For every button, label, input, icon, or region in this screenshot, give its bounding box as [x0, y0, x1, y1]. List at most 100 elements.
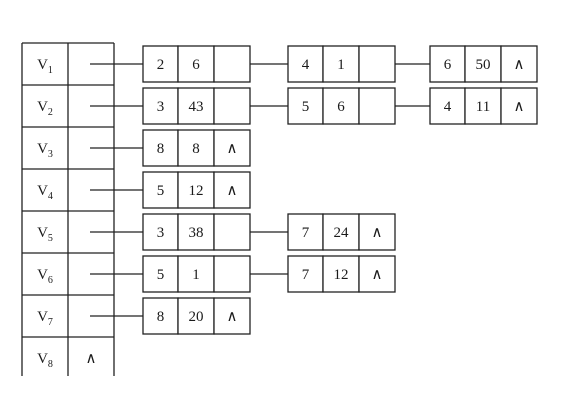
vertex-letter: V: [37, 351, 48, 367]
weight-value: 8: [192, 141, 200, 157]
vertex-letter: V: [37, 57, 48, 73]
next-cell: [358, 255, 396, 293]
weight-value: 50: [476, 57, 491, 73]
adjvex-value: 3: [157, 225, 165, 241]
weight-value: 1: [337, 57, 345, 73]
vertex-subscript: 4: [48, 191, 53, 202]
next-cell: [358, 45, 396, 83]
weight-value: 43: [189, 99, 204, 115]
weight-value: 12: [334, 267, 349, 283]
weight-value: 38: [189, 225, 204, 241]
adjvex-cell: [287, 255, 324, 293]
edge-node: 3 38: [142, 213, 251, 251]
weight-cell: [464, 87, 502, 125]
weight-value: 6: [192, 57, 200, 73]
next-cell: [213, 87, 251, 125]
vertex-subscript: 1: [48, 65, 53, 76]
adjvex-cell: [287, 45, 324, 83]
adjvex-value: 2: [157, 57, 165, 73]
vertex-subscript: 3: [48, 149, 53, 160]
weight-cell: [177, 45, 215, 83]
vertex-label: V2: [37, 99, 53, 118]
weight-cell: [322, 45, 360, 83]
adjvex-cell: [142, 213, 179, 251]
vertex-letter: V: [37, 225, 48, 241]
adjvex-value: 5: [157, 267, 165, 283]
null-pointer-symbol: ∧: [227, 183, 238, 199]
vertex-label: V1: [37, 57, 53, 76]
vertex-letter: V: [37, 183, 48, 199]
weight-cell: [322, 213, 360, 251]
weight-cell: [177, 213, 215, 251]
vertex-label: V6: [37, 267, 53, 286]
adjvex-value: 5: [302, 99, 310, 115]
adjvex-value: 5: [157, 183, 165, 199]
weight-value: 1: [192, 267, 200, 283]
vertex-subscript: 2: [48, 107, 53, 118]
next-cell: [500, 45, 538, 83]
null-pointer-symbol: ∧: [86, 351, 97, 367]
edge-node: 8 8 ∧: [142, 129, 251, 167]
adjvex-value: 7: [302, 225, 310, 241]
adjvex-cell: [142, 129, 179, 167]
next-cell: [213, 45, 251, 83]
vertex-label: V5: [37, 225, 53, 244]
vertex-subscript: 8: [48, 359, 53, 370]
next-cell: [500, 87, 538, 125]
weight-value: 12: [189, 183, 204, 199]
edge-node: 7 12 ∧: [287, 255, 396, 293]
null-pointer-symbol: ∧: [372, 267, 383, 283]
next-cell: [213, 171, 251, 209]
adjvex-cell: [142, 171, 179, 209]
adjvex-cell: [142, 45, 179, 83]
vertex-letter: V: [37, 309, 48, 325]
weight-cell: [177, 255, 215, 293]
weight-cell: [177, 87, 215, 125]
next-cell: [213, 255, 251, 293]
next-cell: [358, 87, 396, 125]
vertex-label: V7: [37, 309, 53, 328]
adjvex-cell: [142, 87, 179, 125]
adjvex-value: 8: [157, 141, 165, 157]
adjvex-cell: [429, 87, 466, 125]
next-cell: [213, 213, 251, 251]
weight-cell: [177, 297, 215, 335]
vertex-letter: V: [37, 267, 48, 283]
next-cell: [213, 129, 251, 167]
weight-cell: [177, 171, 215, 209]
null-pointer-symbol: ∧: [227, 309, 238, 325]
adjvex-value: 8: [157, 309, 165, 325]
weight-cell: [464, 45, 502, 83]
null-pointer-symbol: ∧: [514, 99, 525, 115]
adjvex-cell: [142, 255, 179, 293]
vertex-label: V4: [37, 183, 53, 202]
weight-value: 24: [334, 225, 350, 241]
null-pointer-symbol: ∧: [227, 141, 238, 157]
vertex-label: V3: [37, 141, 53, 160]
vertex-letter: V: [37, 99, 48, 115]
weight-value: 20: [189, 309, 204, 325]
vertex-subscript: 7: [48, 317, 53, 328]
null-pointer-symbol: ∧: [514, 57, 525, 73]
next-cell: [358, 213, 396, 251]
adjvex-value: 4: [444, 99, 452, 115]
adjvex-value: 7: [302, 267, 310, 283]
weight-cell: [322, 87, 360, 125]
weight-value: 6: [337, 99, 345, 115]
next-cell: [213, 297, 251, 335]
vertex-subscript: 6: [48, 275, 53, 286]
adjvex-cell: [287, 87, 324, 125]
edge-node: 8 20 ∧: [142, 297, 251, 335]
vertex-letter: V: [37, 141, 48, 157]
